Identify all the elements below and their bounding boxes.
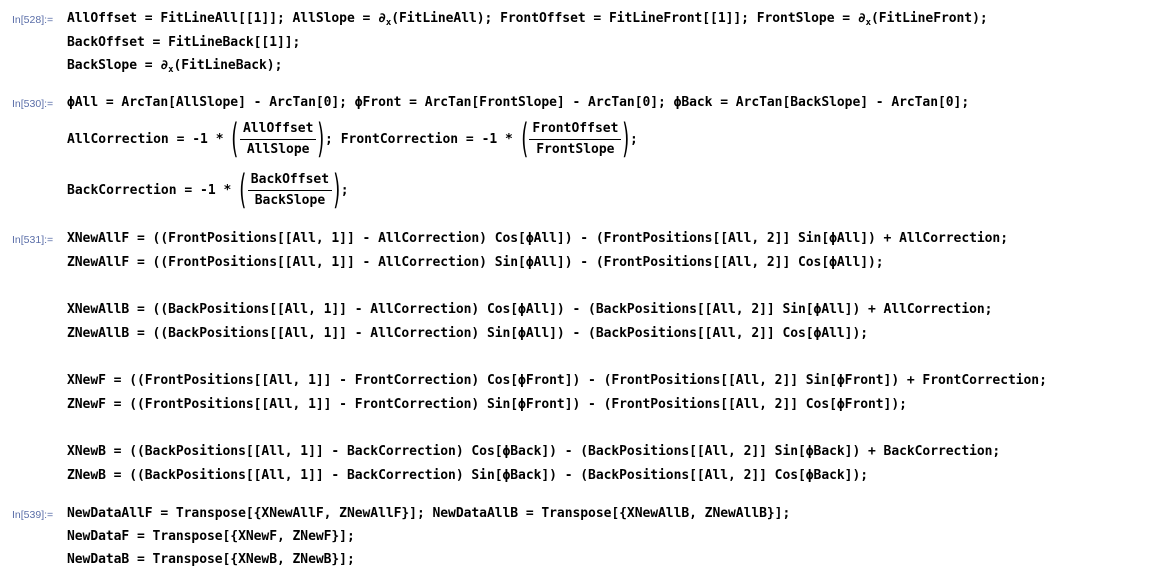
input-line-528-2[interactable]: BackOffset = FitLineBack[[1]]; (67, 35, 301, 50)
cell-label-530: In[530]:= (12, 98, 54, 110)
code-text: AllCorrection = -1 * (67, 131, 232, 147)
input-line-528-1[interactable]: AllOffset = FitLineAll[[1]]; AllSlope = … (67, 11, 988, 28)
input-line-531-7[interactable]: XNewB = ((BackPositions[[All, 1]] - Back… (67, 444, 1001, 459)
input-line-531-4[interactable]: ZNewAllB = ((BackPositions[[All, 1]] - A… (67, 326, 868, 341)
cell-label-531: In[531]:= (12, 234, 54, 246)
input-line-531-5[interactable]: XNewF = ((FrontPositions[[All, 1]] - Fro… (67, 373, 1047, 388)
input-line-539-1[interactable]: NewDataAllF = Transpose[{XNewAllF, ZNewA… (67, 506, 791, 521)
input-line-531-2[interactable]: ZNewAllF = ((FrontPositions[[All, 1]] - … (67, 255, 884, 270)
left-paren: ( (521, 116, 529, 162)
cell-label-539: In[539]:= (12, 509, 54, 521)
input-line-539-3[interactable]: NewDataB = Transpose[{XNewB, ZNewB}]; (67, 552, 355, 567)
input-line-530-1[interactable]: ϕAll = ArcTan[AllSlope] - ArcTan[0]; ϕFr… (67, 95, 970, 110)
code-text: (FitLineFront); (870, 11, 988, 26)
code-text: ; (630, 131, 638, 147)
right-paren: ) (622, 116, 630, 162)
numerator: AllOffset (239, 121, 317, 140)
denominator: BackSlope (254, 192, 326, 208)
left-paren: ( (239, 167, 247, 213)
numerator: BackOffset (247, 172, 333, 191)
subscript-x: x (385, 18, 392, 28)
denominator: FrontSlope (536, 141, 615, 157)
input-line-531-3[interactable]: XNewAllB = ((BackPositions[[All, 1]] - A… (67, 302, 993, 317)
cell-label-528: In[528]:= (12, 14, 54, 26)
code-text: BackCorrection = -1 * (67, 182, 240, 198)
subscript-x: x (865, 18, 871, 28)
code-text: ; (340, 182, 349, 198)
subscript-x: x (168, 65, 174, 75)
numerator: FrontOffset (529, 121, 622, 140)
right-paren: ) (333, 167, 341, 213)
right-paren: ) (317, 116, 325, 162)
code-text: ; FrontCorrection = -1 * (325, 131, 521, 147)
code-text: AllOffset = FitLineAll[[1]]; AllSlope = … (67, 11, 386, 26)
code-text: BackSlope = ∂ (67, 58, 169, 73)
input-line-531-8[interactable]: ZNewB = ((BackPositions[[All, 1]] - Back… (67, 468, 868, 483)
left-paren: ( (231, 116, 239, 162)
code-text: (FitLineAll); FrontOffset = FitLineFront… (391, 11, 866, 26)
input-line-539-2[interactable]: NewDataF = Transpose[{XNewF, ZNewF}]; (67, 529, 355, 544)
input-line-531-1[interactable]: XNewAllF = ((FrontPositions[[All, 1]] - … (67, 231, 1008, 246)
code-text: (FitLineBack); (173, 58, 283, 73)
denominator: AllSlope (246, 141, 310, 157)
input-line-531-6[interactable]: ZNewF = ((FrontPositions[[All, 1]] - Fro… (67, 397, 907, 412)
input-line-528-3[interactable]: BackSlope = ∂x(FitLineBack); (67, 58, 282, 75)
